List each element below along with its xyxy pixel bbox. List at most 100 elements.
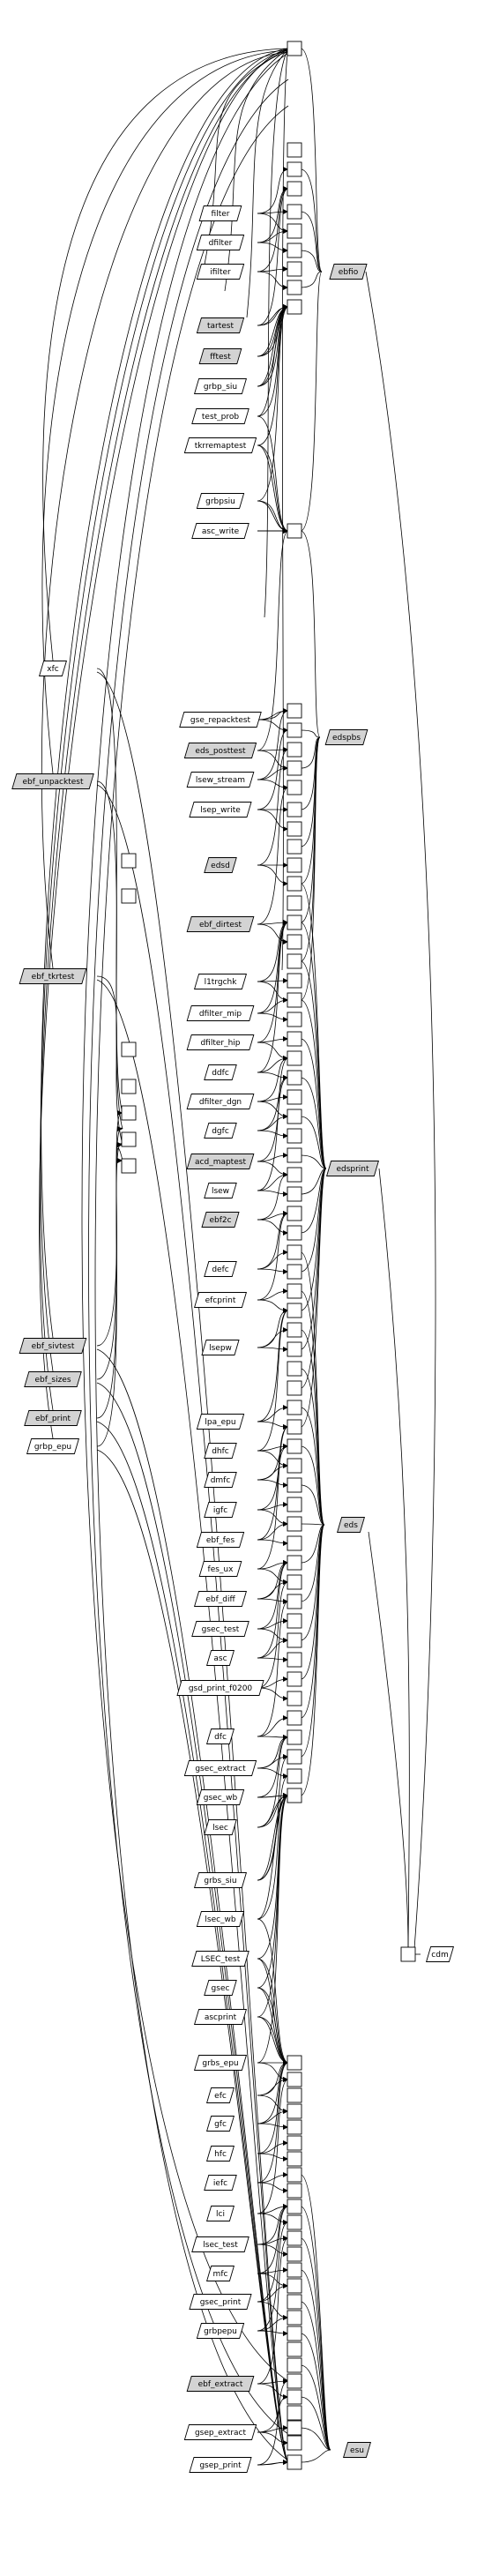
junction-box <box>287 722 302 738</box>
edge-arrowhead <box>283 186 288 191</box>
junction-box <box>287 2435 302 2451</box>
node-shape <box>186 1094 255 1109</box>
junction-box <box>287 1535 302 1551</box>
node-label: lsepw <box>209 1344 232 1353</box>
node-shape <box>11 773 94 789</box>
junction-box <box>287 2341 302 2357</box>
node-label: dfc <box>214 1733 227 1742</box>
graph-edge <box>300 1168 327 1428</box>
node-label: lpa_epu <box>205 1418 235 1427</box>
graph-node-gsec-wb: gsec_wb <box>196 1789 245 1805</box>
graph-edge <box>257 1717 289 1737</box>
graph-edge <box>264 48 289 618</box>
edge-arrowhead <box>283 1230 288 1236</box>
graph-node-grbpepu: grbpepu <box>196 2323 245 2339</box>
node-shape <box>189 2457 252 2473</box>
node-shape <box>193 1872 248 1888</box>
graph-edge <box>257 306 289 446</box>
node-shape <box>196 235 245 250</box>
junction-box <box>287 2326 302 2341</box>
node-label: ebf_dirtest <box>199 921 242 930</box>
graph-edge <box>41 48 289 1339</box>
graph-edge <box>300 2427 331 2451</box>
junction-box <box>287 223 302 239</box>
graph-node-efc: efc <box>205 2087 235 2103</box>
edge-arrowhead <box>283 1017 288 1022</box>
graph-edge <box>257 271 289 288</box>
graph-edge <box>39 51 289 1411</box>
graph-node-ascprint: ascprint <box>193 2009 248 2025</box>
node-shape <box>325 1161 380 1176</box>
graph-edge <box>257 2062 289 2124</box>
graph-node-gsep-print: gsep_print <box>189 2457 252 2473</box>
node-shape <box>196 2323 245 2339</box>
edge-arrowhead <box>283 807 288 812</box>
graph-edge <box>96 1112 123 1380</box>
junction-box <box>287 2389 302 2405</box>
node-shape <box>425 1946 455 1962</box>
graph-edge <box>257 1601 289 1737</box>
edge-arrowhead <box>283 1502 288 1507</box>
node-label: gsec_test <box>202 1625 240 1634</box>
node-shape <box>186 772 255 788</box>
node-label: tartest <box>207 322 234 331</box>
graph-node-lsew-stream: lsew_stream <box>186 772 255 788</box>
graph-edge <box>300 1445 325 1526</box>
edge-arrowhead <box>283 2315 288 2320</box>
graph-edge <box>300 2174 331 2451</box>
graph-edge <box>96 668 123 1114</box>
junction-box <box>121 1105 137 1121</box>
node-label: fftest <box>210 353 231 362</box>
graph-edge <box>257 1775 289 1920</box>
node-label: ebf_fes <box>206 1536 235 1545</box>
graph-node-dfilter: dfilter <box>196 235 245 250</box>
edge-arrowhead <box>117 1158 123 1163</box>
node-label: ebf2c <box>209 1216 231 1225</box>
junction-box <box>287 2087 302 2103</box>
graph-node-ebf-sivtest: ebf_sivtest <box>19 1338 87 1354</box>
node-label: ifilter <box>210 268 231 277</box>
edge-arrowhead <box>283 1114 288 1119</box>
graph-edge <box>94 105 289 2461</box>
node-shape <box>205 2087 235 2103</box>
node-shape <box>186 2376 255 2392</box>
graph-node-mfc: mfc <box>205 2266 235 2281</box>
graph-edge <box>300 1368 325 1526</box>
edge-arrowhead <box>283 1153 288 1158</box>
graph-edge <box>246 48 289 318</box>
node-label: mfc <box>213 2270 228 2279</box>
graph-node-gsep-extract: gsep_extract <box>183 2424 257 2440</box>
graph-edge <box>257 2079 289 2214</box>
junction-box <box>287 1283 302 1299</box>
node-label: lsec_wb <box>205 1915 236 1924</box>
node-label: dfilter <box>209 239 233 248</box>
junction-box <box>287 1477 302 1493</box>
graph-edge <box>257 749 289 866</box>
graph-edge <box>257 710 289 780</box>
graph-edge <box>40 49 289 1372</box>
node-shape <box>38 661 68 676</box>
node-label: grbs_epu <box>202 2059 238 2068</box>
graph-node-acd-maptest: acd_maptest <box>186 1154 255 1169</box>
junction-box <box>287 934 302 950</box>
node-label: fes_ux <box>208 1565 235 1574</box>
graph-junction-boxes <box>121 41 416 2470</box>
graph-node-asc: asc <box>205 1650 235 1666</box>
graph-node-tartest: tartest <box>196 317 245 333</box>
graph-node-ddfc: ddfc <box>204 1064 237 1080</box>
graph-node-cdm: cdm <box>425 1946 455 1962</box>
graph-edge <box>257 1795 289 1960</box>
graph-edge <box>257 1329 289 1348</box>
node-shape <box>196 1789 245 1805</box>
graph-node-filter: filter <box>198 205 242 221</box>
graph-edge <box>368 1531 409 1948</box>
graph-edge <box>257 2062 289 2154</box>
junction-box <box>287 299 302 315</box>
graph-node-lsec-wb: lsec_wb <box>196 1911 245 1927</box>
node-label: gsd_print_f0200 <box>189 1684 253 1693</box>
graph-edge <box>257 1213 289 1301</box>
edge-arrowhead <box>283 1541 288 1546</box>
graph-edge <box>257 809 289 830</box>
node-label: gsep_print <box>199 2461 242 2470</box>
junction-box <box>287 1264 302 1280</box>
